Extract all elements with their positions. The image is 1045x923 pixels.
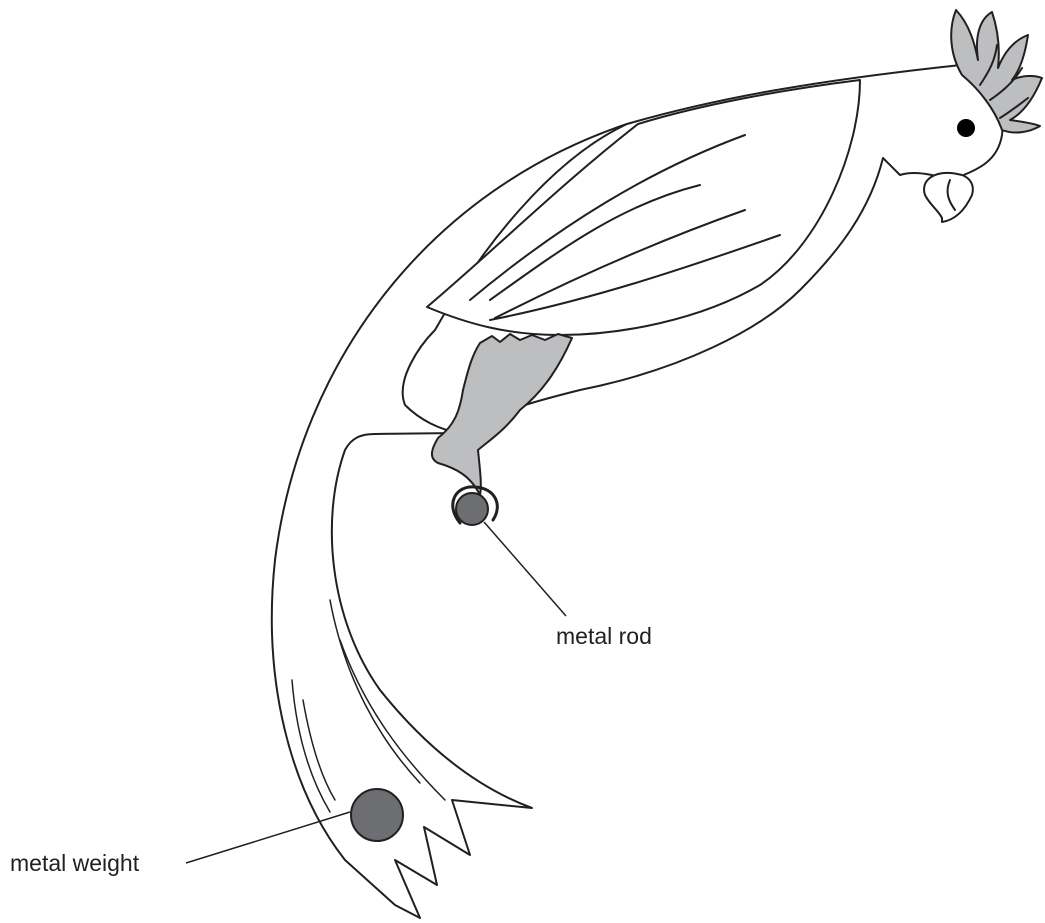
metal-weight (351, 789, 403, 841)
metal-rod (456, 493, 488, 525)
metal-weight-leader-line (186, 812, 350, 863)
metal-rod-leader-line (484, 522, 566, 616)
bird-eye (957, 119, 975, 137)
metal-rod-label: metal rod (556, 625, 652, 648)
metal-weight-label: metal weight (10, 852, 139, 875)
